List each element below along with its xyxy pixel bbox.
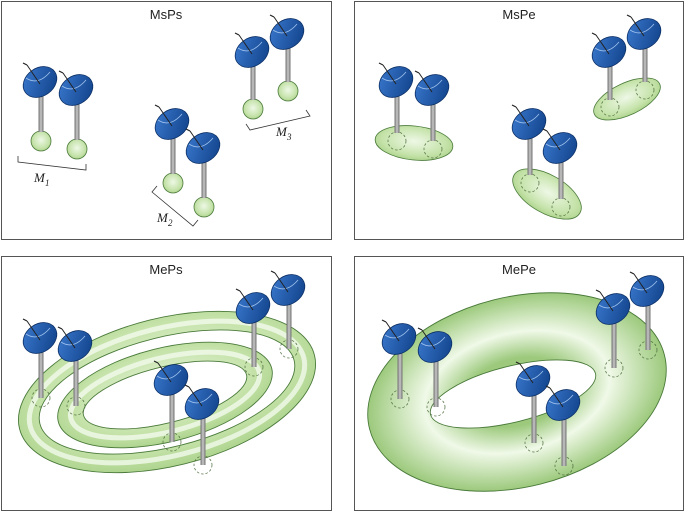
label-m2-sub: 2 bbox=[168, 218, 173, 228]
antenna-pole bbox=[531, 387, 537, 443]
coverage-node bbox=[277, 80, 299, 102]
label-m1-sub: 1 bbox=[45, 178, 50, 188]
antenna-pole bbox=[286, 296, 292, 349]
antenna-pole bbox=[38, 344, 44, 398]
antenna-pole bbox=[38, 88, 44, 132]
ring-highlight bbox=[26, 318, 308, 466]
antenna-group bbox=[585, 11, 668, 121]
antenna-pole bbox=[394, 88, 400, 133]
antenna-pole bbox=[611, 315, 617, 368]
label-m3: M bbox=[275, 124, 288, 139]
antenna-pole bbox=[285, 40, 291, 82]
panel-mepe: MePe bbox=[354, 256, 684, 511]
coverage-node bbox=[242, 98, 264, 120]
coverage-node bbox=[66, 138, 88, 160]
panel-mspe: MsPe bbox=[354, 1, 684, 240]
antenna-group-m3: M 3 bbox=[228, 11, 311, 142]
antenna-group-m2: M 2 bbox=[148, 101, 227, 228]
bracket bbox=[17, 156, 87, 171]
antenna-group bbox=[505, 101, 584, 220]
coverage-node bbox=[162, 172, 184, 194]
antenna-pole bbox=[558, 154, 564, 199]
panel-msps: MsPs M 1 M 2 bbox=[1, 1, 332, 240]
antenna-pole bbox=[433, 353, 439, 407]
label-m2: M bbox=[156, 210, 169, 225]
antenna-pole bbox=[607, 58, 613, 100]
antenna-pole bbox=[73, 352, 79, 406]
antenna-pole bbox=[250, 58, 256, 100]
antenna-pole bbox=[645, 297, 651, 350]
antenna-pole bbox=[74, 96, 80, 140]
panel-title: MePs bbox=[149, 262, 183, 277]
panel-title: MsPe bbox=[502, 7, 535, 22]
bracket bbox=[245, 109, 311, 131]
antenna-pole bbox=[642, 40, 648, 82]
coverage-node bbox=[193, 196, 215, 218]
antenna-pole bbox=[201, 154, 207, 198]
antenna-pole bbox=[527, 130, 533, 175]
antenna-pole bbox=[430, 96, 436, 141]
label-m3-sub: 3 bbox=[286, 132, 292, 142]
antenna-pole bbox=[561, 411, 567, 466]
coverage-node bbox=[30, 130, 52, 152]
panel-title: MePe bbox=[502, 262, 536, 277]
antenna-pole bbox=[251, 314, 257, 367]
antenna-group-m1: M 1 bbox=[16, 59, 100, 188]
antenna-pole bbox=[200, 410, 206, 465]
panel-title: MsPs bbox=[150, 7, 183, 22]
coverage-region bbox=[593, 77, 661, 121]
label-m1: M bbox=[33, 170, 46, 185]
coverage-region bbox=[512, 168, 582, 220]
bracket bbox=[151, 185, 199, 227]
panel-meps: MePs bbox=[1, 256, 332, 511]
antenna-group bbox=[372, 59, 456, 161]
antenna-pole bbox=[397, 345, 403, 399]
antenna-pole bbox=[169, 386, 175, 442]
antenna-pole bbox=[170, 130, 176, 174]
